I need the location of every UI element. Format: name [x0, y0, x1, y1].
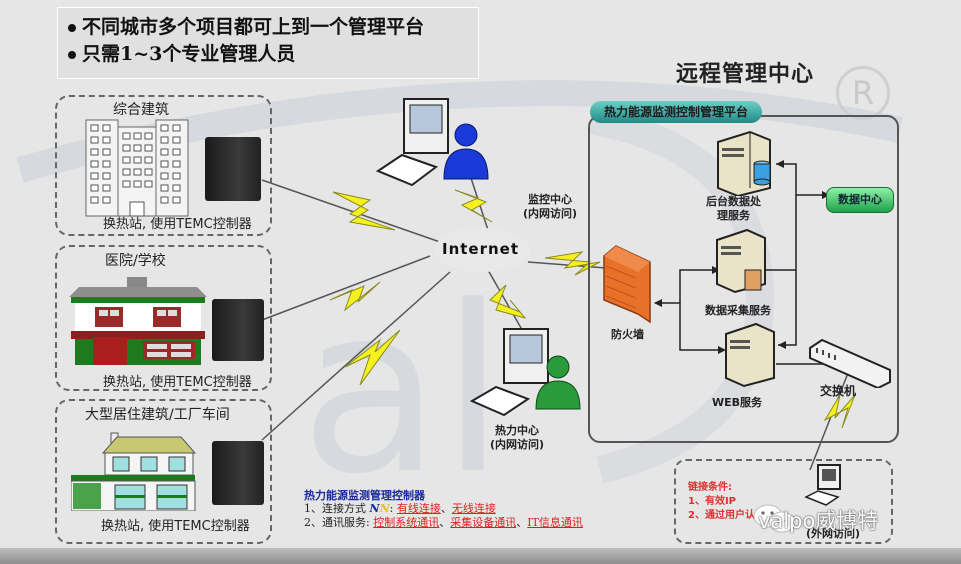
residential-house-icon — [71, 432, 197, 511]
link-line-residential — [261, 271, 451, 441]
heat-center-access: (内网访问) — [490, 438, 545, 451]
site-title: 综合建筑 — [113, 102, 169, 118]
lightning-bolt-icon — [344, 329, 401, 386]
site-panel-building: 综合建筑 换热站, 使用TEMC控制器 — [55, 95, 272, 236]
external-access-label: (外网访问) — [806, 527, 861, 540]
site-title: 医院/学校 — [105, 253, 166, 269]
monitor-center-computer-icon — [375, 98, 489, 187]
site-caption: 换热站, 使用TEMC控制器 — [101, 519, 250, 534]
monitor-center-access: (内网访问) — [523, 207, 578, 220]
condition-item: 1、有效IP — [688, 496, 737, 507]
switch-label: 交换机 — [820, 384, 857, 398]
backend-service-label: 后台数据处 理服务 — [706, 195, 761, 223]
temc-controller-cabinet-icon — [212, 299, 264, 361]
link-line-building — [261, 179, 441, 243]
lightning-bolt-icon — [489, 284, 527, 319]
firewall-label: 防火墙 — [611, 328, 644, 341]
link-line-hospital — [261, 255, 431, 321]
arrow-backend-datacenter — [776, 163, 822, 196]
conditions-title: 链接条件: — [688, 482, 732, 493]
legend-prefix: 2、通讯服务: — [304, 516, 370, 529]
summary-bullets: 不同城市多个项目都可上到一个管理平台 只需1~3个专业管理人员 — [57, 7, 479, 79]
platform-label-tab: 热力能源监测控制管理平台 — [590, 101, 763, 123]
condition-item: 2、通过用户认证 — [688, 510, 765, 521]
site-title: 大型居住建筑/工厂车间 — [85, 407, 230, 423]
network-switch-icon — [809, 338, 891, 388]
heat-center-computer-icon — [470, 328, 581, 417]
access-conditions: 链接条件: 1、有效IP 2、通过用户认证 — [688, 481, 765, 523]
web-server-icon — [725, 322, 775, 388]
lightning-bolt-icon — [332, 191, 396, 231]
database-icon — [753, 178, 771, 186]
monitor-center-name: 监控中心 — [528, 193, 573, 206]
firewall-icon — [603, 245, 651, 324]
internet-cloud-icon — [434, 228, 530, 272]
internet-label: Internet — [442, 240, 520, 258]
svg-text:al: al — [300, 258, 505, 525]
site-panel-hospital: 医院/学校 换热站, 使用TEMC控制器 — [55, 245, 272, 391]
wired-connection-link[interactable]: 有线连接 — [396, 502, 441, 515]
legend-communication-line: 2、通讯服务: 控制系统通讯、采集设备通讯、IT信息通讯 — [304, 514, 583, 530]
label-line: 后台数据处 — [706, 195, 761, 208]
bullet-item: 不同城市多个项目都可上到一个管理平台 — [68, 14, 468, 41]
link-line-heat-center — [487, 269, 526, 336]
bottom-bar — [0, 548, 961, 564]
legend-connection-line: 1、连接方式 NN: 有线连接、无线连接 — [304, 502, 496, 515]
data-center-badge: 数据中心 — [826, 187, 894, 213]
separator: 、 — [516, 516, 528, 529]
separator: 、 — [440, 502, 452, 515]
bullet-item: 只需1~3个专业管理人员 — [68, 41, 468, 68]
label-line: 理服务 — [717, 209, 750, 222]
user-person-icon — [546, 355, 570, 379]
bullet-text: 不同城市多个项目都可上到一个管理平台 — [82, 16, 425, 38]
lightning-bolt-icon — [454, 189, 493, 223]
collection-server-icon — [716, 228, 766, 294]
external-access-panel: 链接条件: 1、有效IP 2、通过用户认证 (外网访问) — [674, 459, 893, 544]
legend-prefix: 1、连接方式 — [304, 502, 366, 515]
control-system-comm-link[interactable]: 控制系统通讯 — [373, 516, 440, 529]
heat-center-name: 热力中心 — [495, 424, 540, 437]
temc-controller-cabinet-icon — [205, 137, 261, 201]
wechat-icon — [753, 504, 796, 533]
bullet-text: 只需1~3个专业管理人员 — [82, 43, 296, 65]
wired-wireless-icon: NN — [369, 502, 390, 515]
lightning-bolt-icon — [823, 394, 856, 429]
monitor-center-label: 监控中心 (内网访问) — [523, 193, 577, 221]
external-computer-icon — [804, 464, 841, 506]
lightning-bolt-icon — [329, 281, 381, 312]
legend-title: 热力能源监测管理控制器 — [304, 489, 425, 502]
bullet-dot-icon — [68, 24, 76, 32]
arrow-firewall-web — [679, 303, 718, 351]
separator: 、 — [439, 516, 451, 529]
link-line-firewall — [527, 261, 607, 269]
bullet-dot-icon — [68, 51, 76, 59]
wechat-watermark-text: valpo威博特 — [758, 509, 879, 533]
link-line-external — [809, 367, 851, 471]
user-person-icon — [454, 123, 478, 147]
web-service-label: WEB服务 — [712, 396, 763, 409]
temc-controller-cabinet-icon — [212, 441, 264, 505]
collection-service-label: 数据采集服务 — [705, 304, 771, 317]
arrow-firewall-collection — [655, 269, 712, 304]
site-caption: 换热站, 使用TEMC控制器 — [103, 375, 252, 390]
it-info-comm-link[interactable]: IT信息通讯 — [527, 516, 583, 529]
registered-trademark-icon: R — [836, 66, 890, 120]
school-house-icon — [69, 277, 207, 365]
site-panel-residential: 大型居住建筑/工厂车间 换热站, 使用TEMC控制器 — [55, 399, 272, 544]
remote-center-title: 远程管理中心 — [676, 62, 815, 87]
wireless-connection-link[interactable]: 无线连接 — [451, 502, 496, 515]
heat-center-label: 热力中心 (内网访问) — [490, 424, 544, 452]
office-building-icon — [85, 119, 189, 217]
lightning-bolt-icon — [544, 251, 601, 276]
backend-server-icon — [717, 130, 771, 196]
collection-device-comm-link[interactable]: 采集设备通讯 — [450, 516, 517, 529]
site-caption: 换热站, 使用TEMC控制器 — [103, 217, 252, 232]
